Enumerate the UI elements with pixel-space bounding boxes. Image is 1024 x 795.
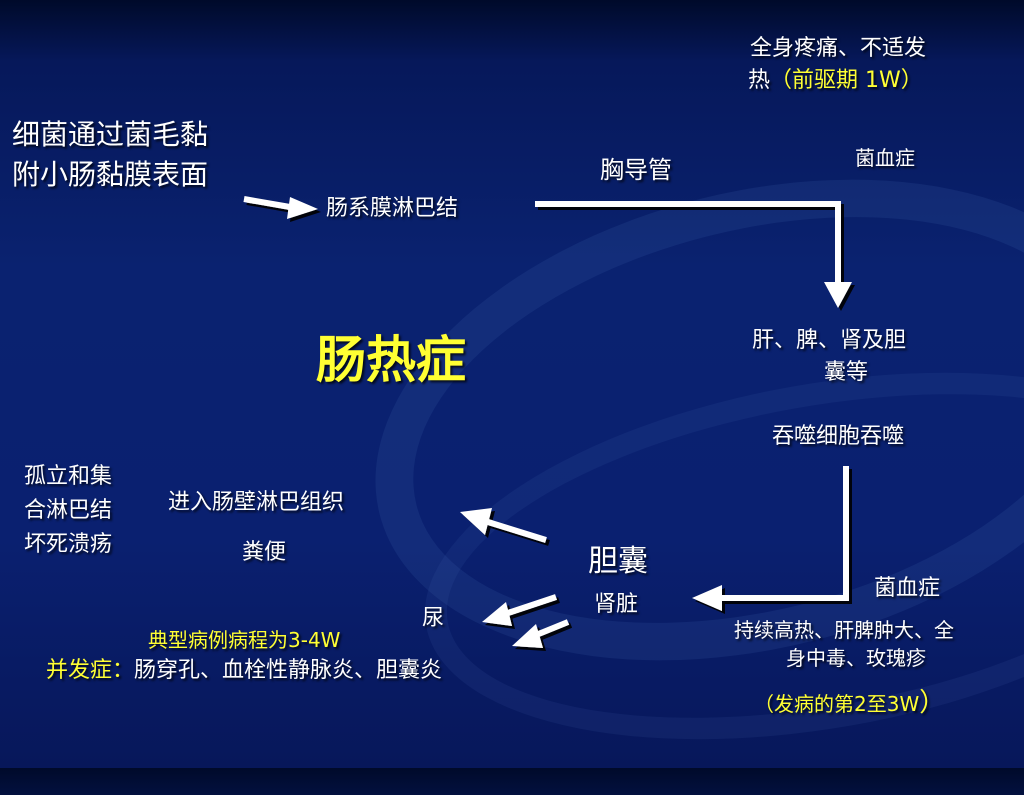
gallbladder: 胆囊	[588, 544, 648, 579]
arrow-kidney-to-urine-1	[482, 594, 557, 626]
phagocytosis: 吞噬细胞吞噬	[772, 424, 905, 449]
urine: 尿	[422, 606, 445, 631]
symptoms-line2: 身中毒、玫瑰疹	[786, 646, 926, 670]
thoracic-duct: 胸导管	[600, 156, 672, 184]
organs-line2: 囊等	[824, 360, 869, 385]
symptoms-line1: 持续高热、肝脾肿大、全	[734, 618, 954, 642]
arrow-kidney-to-urine-2	[512, 619, 570, 648]
prodrome-fever: 热	[748, 68, 771, 93]
onset-period-close: ）	[919, 688, 946, 718]
mesenteric-lymph-node: 肠系膜淋巴结	[326, 196, 459, 221]
arrow-gallbladder-to-intestinal-lymph	[460, 508, 547, 543]
course-duration: 典型病例病程为3-4W	[148, 628, 341, 652]
prodrome-line1: 全身疼痛、不适发	[750, 36, 927, 61]
prodrome-line2: 热（前驱期 1W）	[748, 68, 923, 94]
organs-line1: 肝、脾、肾及胆	[752, 328, 907, 353]
necrosis-line2: 合淋巴结	[24, 498, 113, 523]
onset-period: （发病的第2至3W）	[754, 688, 945, 719]
necrosis-line3: 坏死溃疡	[24, 532, 113, 557]
bacteremia-primary: 菌血症	[855, 146, 915, 170]
onset-period-text: （发病的第2至3W	[754, 692, 920, 716]
necrosis-line1: 孤立和集	[24, 464, 113, 489]
arrow-attach-to-lymph	[243, 196, 318, 219]
complications-text: 肠穿孔、血栓性静脉炎、胆囊炎	[134, 658, 443, 683]
complications-label: 并发症：	[46, 658, 135, 683]
arrow-lymph-to-organs	[535, 201, 852, 308]
bacteremia-secondary: 菌血症	[874, 576, 941, 601]
arrow-phagocytosis-to-gallbladder	[692, 466, 849, 611]
flow-arrows	[243, 196, 852, 648]
bacteria-attach-line2: 附小肠黏膜表面	[12, 158, 209, 191]
prodrome-period: （前驱期 1W）	[770, 68, 923, 93]
feces: 粪便	[242, 540, 287, 565]
intestinal-lymph-tissue: 进入肠壁淋巴组织	[168, 490, 345, 515]
complications: 并发症：肠穿孔、血栓性静脉炎、胆囊炎	[46, 658, 442, 684]
page-title: 肠热症	[316, 331, 466, 389]
bacteria-attach-line1: 细菌通过菌毛黏	[12, 118, 209, 151]
kidney: 肾脏	[594, 592, 639, 617]
